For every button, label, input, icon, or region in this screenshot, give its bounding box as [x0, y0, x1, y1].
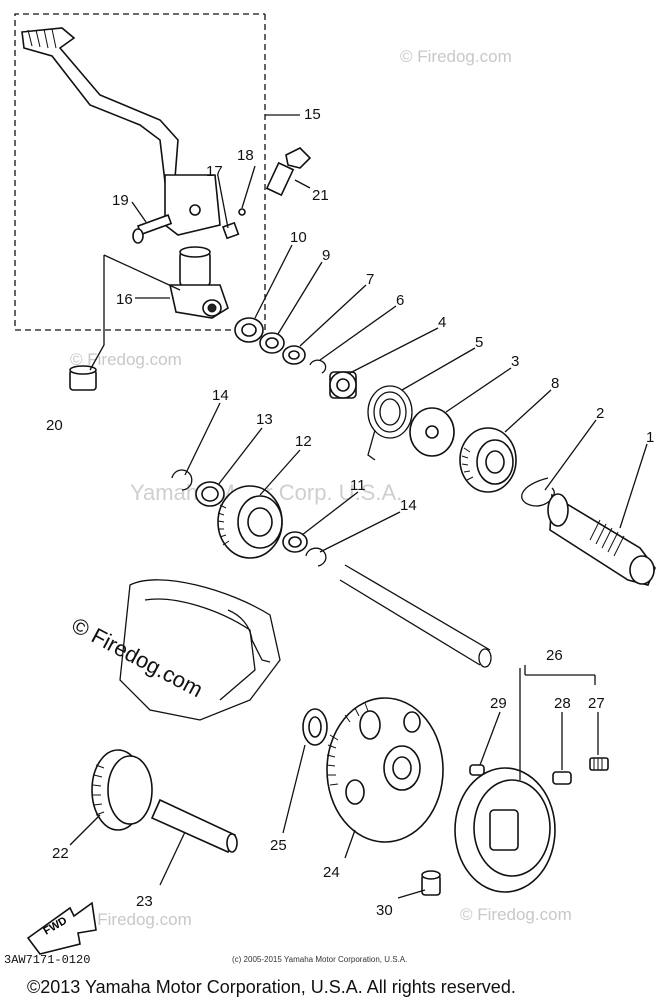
- gear-22-part: [91, 749, 153, 831]
- washer-25-part: [302, 708, 328, 746]
- circlip-14-left-part: [171, 469, 193, 491]
- gear-24-part: [326, 697, 444, 843]
- part-label-16: 16: [116, 291, 133, 308]
- part-label-10: 10: [290, 229, 307, 246]
- part-label-25: 25: [270, 837, 287, 854]
- part-label-3: 3: [511, 353, 519, 370]
- part-label-23: 23: [136, 893, 153, 910]
- part-number-labels: 15 18 17 19 21 16 20 10 9 7 6 4 5 3 8 2 …: [46, 106, 654, 919]
- small-copyright: (c) 2005-2015 Yamaha Motor Corporation, …: [232, 955, 407, 964]
- part-label-29: 29: [490, 695, 507, 712]
- part-label-17: 17: [206, 163, 223, 180]
- part-label-21: 21: [312, 187, 329, 204]
- part-label-20: 20: [46, 417, 63, 434]
- collar-4-part: [329, 371, 357, 399]
- spring-27-part: [589, 757, 609, 771]
- part-label-13: 13: [256, 411, 273, 428]
- watermark-firedog-diagonal: © Firedog.com: [68, 612, 207, 702]
- shaft-23-part: [150, 798, 238, 854]
- bolt-17-part: [221, 221, 240, 240]
- part-label-28: 28: [554, 695, 571, 712]
- ratchet-wheel-8-part: [459, 427, 517, 493]
- gear-12-part: [217, 485, 283, 559]
- washer-13-part: [195, 481, 225, 507]
- part-label-24: 24: [323, 864, 340, 881]
- plunger-28-part: [552, 771, 572, 785]
- part-label-14-top: 14: [212, 387, 229, 404]
- circlip-6-part: [309, 359, 327, 374]
- kick-axle-1-part: [547, 493, 656, 586]
- bolt-30-part: [421, 870, 441, 896]
- spring-5-part: [367, 385, 413, 461]
- part-label-6: 6: [396, 292, 404, 309]
- part-label-18: 18: [237, 147, 254, 164]
- part-label-7: 7: [366, 271, 374, 288]
- part-label-19: 19: [112, 192, 129, 209]
- bolt-21-part: [265, 147, 312, 197]
- washer-10-part: [234, 317, 264, 343]
- washer-11-part: [282, 531, 308, 553]
- washer-9-part: [259, 332, 285, 354]
- watermark-top-right: © Firedog.com: [400, 47, 512, 66]
- part-label-5: 5: [475, 334, 483, 351]
- part-label-9: 9: [322, 247, 330, 264]
- pin-29-part: [469, 764, 485, 776]
- leader-lines: [69, 114, 648, 899]
- part-label-12: 12: [295, 433, 312, 450]
- engine-case-outline: [119, 579, 281, 721]
- part-label-1: 1: [646, 429, 654, 446]
- part-label-2: 2: [596, 405, 604, 422]
- collar-20-part: [69, 365, 97, 391]
- part-label-11: 11: [350, 477, 366, 494]
- forward-arrow-icon: FWD: [26, 901, 97, 955]
- clutch-housing-26-part: [454, 767, 556, 893]
- kick-lever-assembly-box: [14, 13, 266, 331]
- kick-lever-part: [21, 27, 221, 236]
- part-label-30: 30: [376, 902, 393, 919]
- shaft-background: [339, 564, 492, 668]
- part-label-22: 22: [52, 845, 69, 862]
- drawing-code: 3AW7171-0120: [4, 953, 90, 967]
- part-label-27: 27: [588, 695, 605, 712]
- watermark-firedog-large: © Firedog.com: [68, 612, 207, 702]
- footer-copyright: ©2013 Yamaha Motor Corporation, U.S.A. A…: [27, 977, 516, 997]
- watermark-bottom-right: © Firedog.com: [460, 905, 572, 924]
- ball-18-part: [238, 208, 246, 216]
- part-label-26: 26: [546, 647, 563, 664]
- washer-3-part: [409, 407, 455, 457]
- washer-7-part: [282, 345, 306, 365]
- part-label-4: 4: [438, 314, 446, 331]
- part-label-15: 15: [304, 106, 321, 123]
- part-label-8: 8: [551, 375, 559, 392]
- bolt-19-part: [132, 214, 173, 244]
- kick-boss-part: [169, 246, 229, 319]
- part-label-14-bottom: 14: [400, 497, 417, 514]
- watermark-bottom-left: © Firedog.com: [80, 910, 192, 929]
